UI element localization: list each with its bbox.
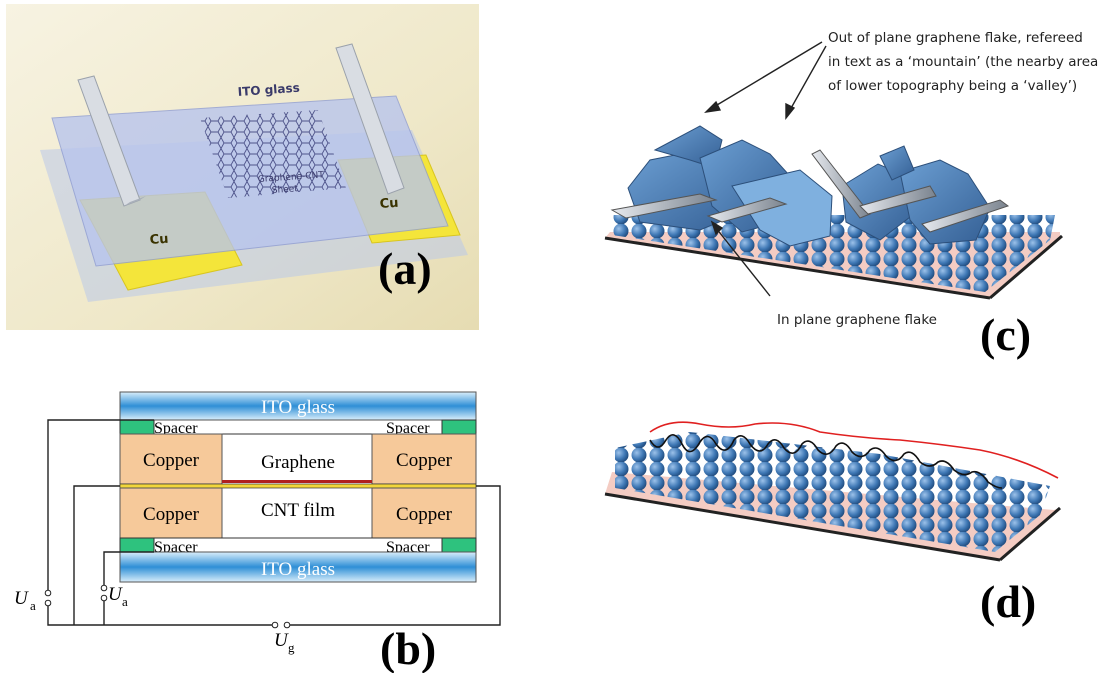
terminal-ua-mid-2 [100, 594, 108, 602]
spacer-bottom-right-block [441, 537, 477, 553]
ua-mid-sub: a [122, 594, 128, 609]
panel-d-label: (d) [980, 576, 1036, 627]
copper-top-right-label: Copper [396, 450, 453, 471]
copper-bottom-right-label: Copper [396, 504, 453, 525]
ito-glass-bottom [119, 551, 477, 583]
cu-right-label: Cu [379, 196, 399, 212]
in-plane-flake-2 [706, 197, 788, 223]
graphene-label: Graphene [261, 452, 335, 473]
terminal-ug-2 [283, 621, 291, 629]
copper-bottom-left [119, 487, 223, 539]
sheet-label-line2: Sheet [272, 184, 299, 196]
cu-bar-left-shade [124, 196, 146, 206]
copper-top-left-label: Copper [143, 450, 200, 471]
cu-left-label: Cu [149, 232, 169, 248]
substrate-d-edge-2 [999, 506, 1061, 562]
cu-bar-right [335, 43, 405, 195]
spacer-top-right-label: Spacer [386, 420, 430, 437]
panel-a-label: (a) [378, 243, 432, 294]
ito-glass-top-label: ITO glass [261, 397, 335, 418]
terminal-ug-1 [271, 621, 279, 629]
substrate-c-edge-2 [989, 234, 1063, 300]
nanoparticle-layer-d [615, 432, 1050, 552]
copper-bottom-left-label: Copper [143, 504, 200, 525]
annotation-line-2: in text as a ‘mountain’ (the nearby area [828, 54, 1098, 70]
in-plane-flake-4 [859, 185, 937, 215]
ug-label: U [274, 630, 289, 651]
panel-b-label: (b) [380, 623, 436, 673]
sheet-label-line1: Graphene-CNT [258, 170, 325, 185]
ito-glass-label: ITO glass [237, 81, 300, 99]
annotation-line-1: Out of plane graphene flake, refereed [828, 30, 1083, 46]
panel-b: ITO glass Spacer Spacer Copper Copper Gr… [14, 391, 501, 673]
in-plane-flake-1 [610, 193, 718, 219]
black-surface-profile-line [649, 434, 1003, 489]
ua-left-label: U [14, 588, 29, 609]
panel-a: ITO glass Graphene-CNT Sheet Cu Cu (a) [6, 4, 479, 330]
in-plane-flake-label: In plane graphene flake [777, 312, 937, 328]
spacer-top-left-label: Spacer [154, 420, 198, 437]
panel-c: Out of plane graphene flake, refereed in… [604, 30, 1098, 360]
ua-left-sub: a [30, 598, 36, 613]
in-plane-flake-5 [921, 199, 1010, 233]
substrate-d-edge [604, 492, 1001, 562]
spacer-bottom-left-block [119, 537, 155, 553]
terminal-ua-mid-1 [100, 584, 108, 592]
graphene-cnt-sheet [200, 110, 346, 198]
circuit-wires [47, 419, 501, 626]
in-plane-flake-3 [811, 149, 871, 219]
copper-bottom-right [371, 487, 477, 539]
terminal-ua-left-2 [44, 599, 52, 607]
spacer-top-left-block [119, 419, 155, 435]
terminal-ua-left-1 [44, 589, 52, 597]
copper-top-left [119, 433, 223, 485]
annotation-arrows [704, 41, 827, 297]
flake-c-6 [899, 159, 991, 245]
cnt-film-layer [119, 483, 477, 489]
red-envelope-line [649, 421, 1059, 479]
copper-top-right [371, 433, 477, 485]
substrate-c-edge [604, 236, 991, 300]
graphene-layer [222, 480, 372, 483]
ito-glass-bottom-label: ITO glass [261, 559, 335, 580]
annotation-line-3: of lower topography being a ‘valley’) [828, 78, 1077, 94]
ito-glass-top [119, 391, 477, 421]
ua-mid-label: U [108, 584, 123, 605]
cnt-film-label: CNT film [261, 500, 335, 521]
flake-c-7 [879, 145, 915, 181]
flake-c-4 [731, 169, 833, 247]
ug-sub: g [288, 640, 295, 655]
panel-c-label: (c) [980, 309, 1031, 360]
spacer-top-right-block [441, 419, 477, 435]
panel-d: (d) [604, 421, 1061, 627]
